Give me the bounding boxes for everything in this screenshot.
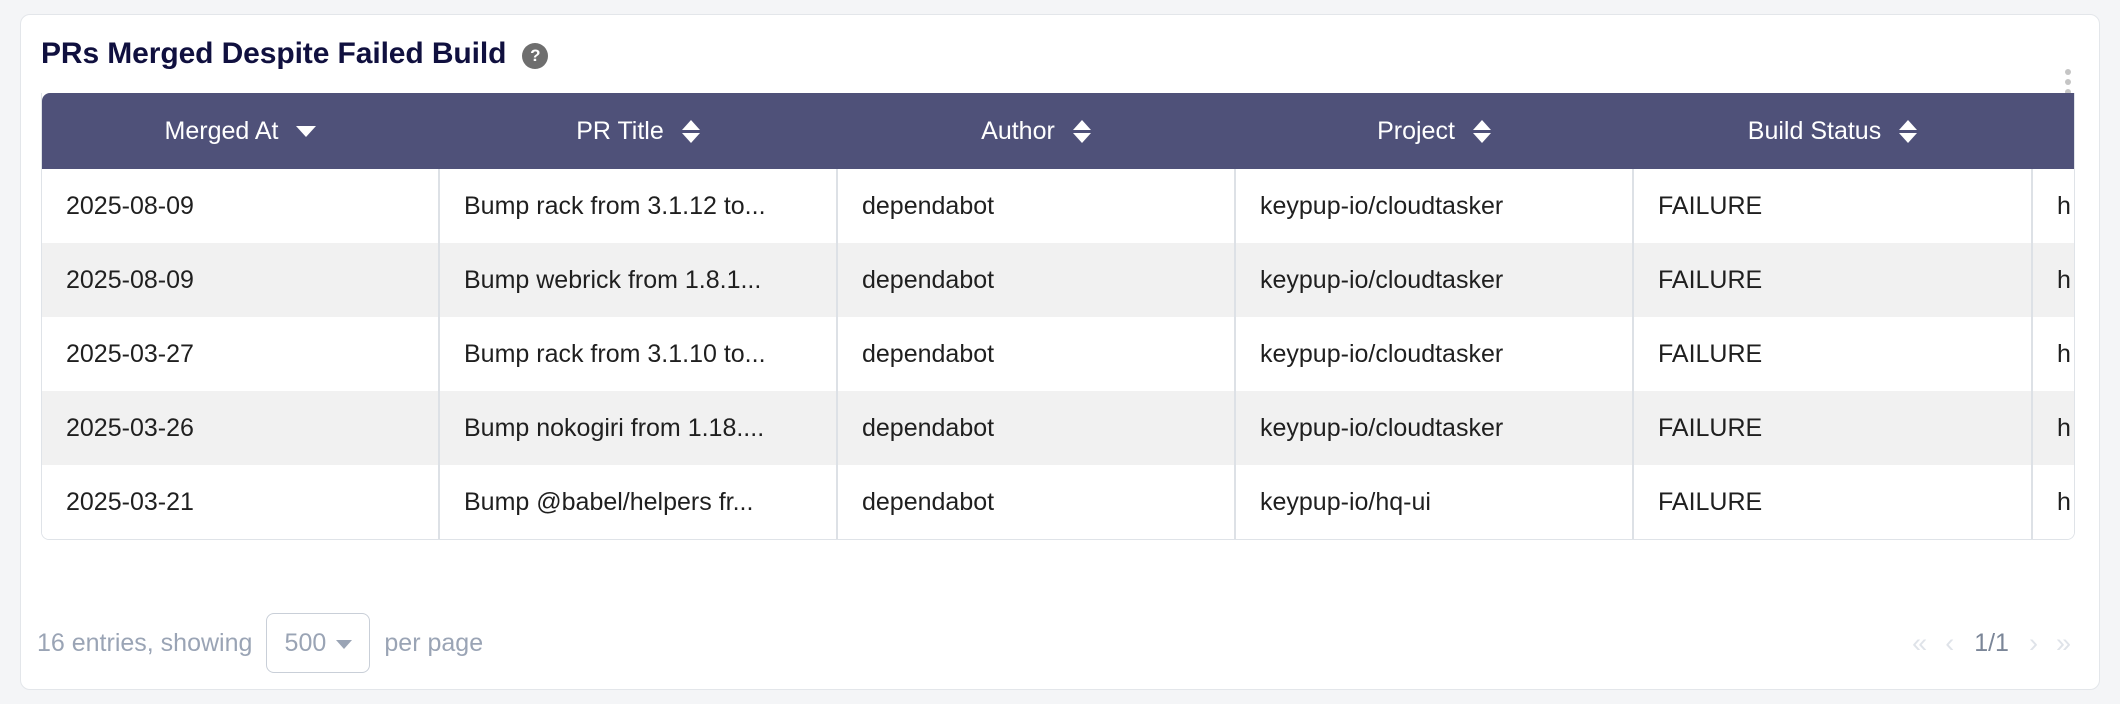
cell-pr-title: Bump @babel/helpers fr... <box>438 465 837 539</box>
cell-pr-title: Bump rack from 3.1.12 to... <box>438 169 837 243</box>
prs-table: Merged At PR Title Aut <box>42 93 2074 539</box>
help-circle-icon[interactable]: ? <box>522 43 549 69</box>
column-header-project[interactable]: Project <box>1235 93 1633 169</box>
table-footer: 16 entries, showing 500 per page « ‹ 1/1… <box>21 597 2099 689</box>
cell-merged-at: 2025-03-26 <box>42 391 439 465</box>
table-header: Merged At PR Title Aut <box>42 93 2074 169</box>
sort-both-icon[interactable] <box>1072 119 1091 143</box>
pagination-controls: « ‹ 1/1 › » <box>1912 629 2071 658</box>
table-row[interactable]: 2025-03-27 Bump rack from 3.1.10 to... d… <box>42 317 2074 391</box>
cell-link[interactable]: h <box>2031 243 2074 317</box>
page-indicator: 1/1 <box>1974 628 2009 657</box>
report-card: PRs Merged Despite Failed Build ? <box>20 14 2100 690</box>
table-row[interactable]: 2025-03-26 Bump nokogiri from 1.18.... d… <box>42 391 2074 465</box>
column-label-merged-at: Merged At <box>164 116 279 145</box>
cell-build-status: FAILURE <box>1632 317 2032 391</box>
column-label-author: Author <box>981 116 1055 145</box>
cell-project: keypup-io/cloudtasker <box>1234 169 1633 243</box>
column-header-link[interactable] <box>2032 93 2074 169</box>
cell-author: dependabot <box>836 317 1235 391</box>
cell-project: keypup-io/cloudtasker <box>1234 243 1633 317</box>
card-header: PRs Merged Despite Failed Build ? <box>21 15 2099 95</box>
column-header-merged-at[interactable]: Merged At <box>42 93 439 169</box>
cell-pr-title: Bump nokogiri from 1.18.... <box>438 391 837 465</box>
sort-both-icon[interactable] <box>681 119 700 143</box>
cell-author: dependabot <box>836 465 1235 539</box>
cell-build-status: FAILURE <box>1632 169 2032 243</box>
cell-build-status: FAILURE <box>1632 243 2032 317</box>
table-header-row: Merged At PR Title Aut <box>42 93 2074 169</box>
column-label-project: Project <box>1377 116 1455 145</box>
cell-merged-at: 2025-08-09 <box>42 243 439 317</box>
kebab-menu-icon[interactable] <box>2055 65 2081 99</box>
first-page-icon[interactable]: « <box>1912 627 1928 658</box>
chevron-down-icon <box>336 640 353 649</box>
sort-desc-icon[interactable] <box>296 125 317 137</box>
sort-both-icon[interactable] <box>1899 119 1918 143</box>
per-page-suffix-label: per page <box>384 628 484 657</box>
sort-both-icon[interactable] <box>1472 119 1491 143</box>
cell-link[interactable]: h <box>2031 317 2074 391</box>
column-header-pr-title[interactable]: PR Title <box>439 93 837 169</box>
entries-count-label: 16 entries, showing <box>37 628 253 657</box>
cell-project: keypup-io/cloudtasker <box>1234 391 1633 465</box>
table-row[interactable]: 2025-08-09 Bump webrick from 1.8.1... de… <box>42 243 2074 317</box>
cell-author: dependabot <box>836 243 1235 317</box>
page-title: PRs Merged Despite Failed Build <box>41 37 507 70</box>
cell-link[interactable]: h <box>2031 391 2074 465</box>
cell-build-status: FAILURE <box>1632 465 2032 539</box>
next-page-icon[interactable]: › <box>2028 627 2038 658</box>
kebab-dot-1 <box>2065 69 2071 75</box>
cell-project: keypup-io/cloudtasker <box>1234 317 1633 391</box>
cell-pr-title: Bump rack from 3.1.10 to... <box>438 317 837 391</box>
table-row[interactable]: 2025-08-09 Bump rack from 3.1.12 to... d… <box>42 169 2074 243</box>
per-page-value: 500 <box>284 628 327 657</box>
cell-author: dependabot <box>836 169 1235 243</box>
cell-link[interactable]: h <box>2031 169 2074 243</box>
cell-merged-at: 2025-03-27 <box>42 317 439 391</box>
table-container: Merged At PR Title Aut <box>41 93 2075 540</box>
pagination-summary: 16 entries, showing 500 per page <box>37 613 483 673</box>
per-page-select[interactable]: 500 <box>266 613 371 673</box>
cell-project: keypup-io/hq-ui <box>1234 465 1633 539</box>
kebab-dot-3 <box>2065 89 2071 95</box>
cell-build-status: FAILURE <box>1632 391 2032 465</box>
last-page-icon[interactable]: » <box>2055 627 2071 658</box>
cell-link[interactable]: h <box>2031 465 2074 539</box>
cell-pr-title: Bump webrick from 1.8.1... <box>438 243 837 317</box>
cell-merged-at: 2025-08-09 <box>42 169 439 243</box>
table-row[interactable]: 2025-03-21 Bump @babel/helpers fr... dep… <box>42 465 2074 539</box>
kebab-dot-2 <box>2065 79 2071 85</box>
cell-merged-at: 2025-03-21 <box>42 465 439 539</box>
column-header-author[interactable]: Author <box>837 93 1235 169</box>
column-label-build-status: Build Status <box>1747 116 1882 145</box>
cell-author: dependabot <box>836 391 1235 465</box>
column-label-pr-title: PR Title <box>576 116 664 145</box>
prev-page-icon[interactable]: ‹ <box>1945 627 1955 658</box>
table-body: 2025-08-09 Bump rack from 3.1.12 to... d… <box>42 169 2074 539</box>
column-header-build-status[interactable]: Build Status <box>1633 93 2032 169</box>
